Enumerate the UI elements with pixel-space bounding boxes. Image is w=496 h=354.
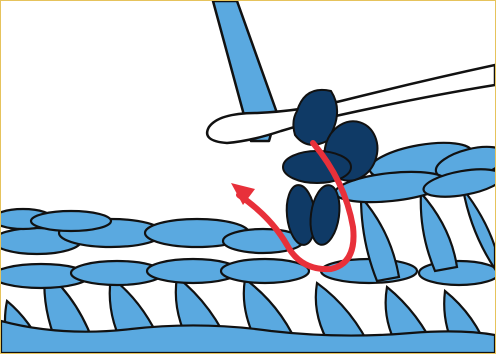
stitch-loop xyxy=(221,259,309,283)
stitch-loop xyxy=(31,211,111,231)
stitch-loop xyxy=(321,259,417,283)
loop-on-hook xyxy=(283,151,351,183)
stitch-leg xyxy=(421,193,457,271)
loop-on-hook xyxy=(307,183,343,246)
stitch-leg xyxy=(463,189,495,269)
stitch-row-bottom xyxy=(1,209,495,353)
